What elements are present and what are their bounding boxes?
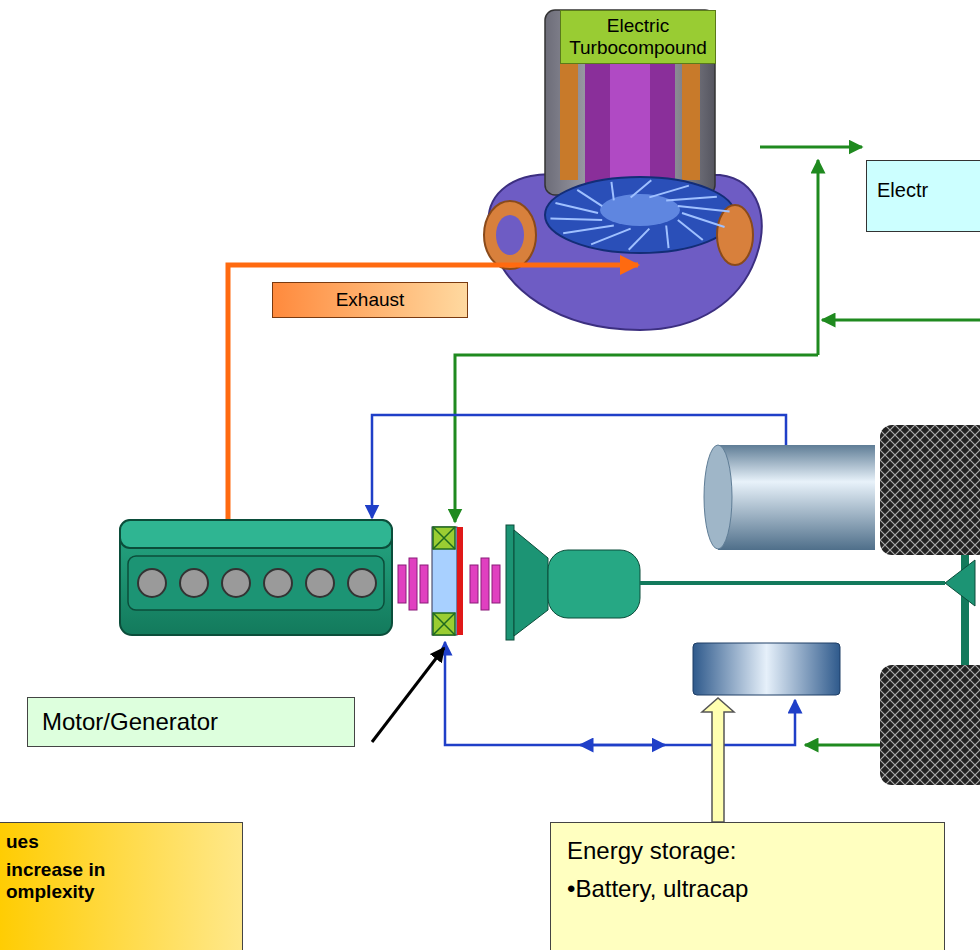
blade — [550, 218, 602, 219]
flow-label: Exhaust — [272, 282, 468, 318]
electric-line — [822, 319, 980, 322]
blade — [591, 229, 631, 245]
wheel — [880, 665, 980, 785]
blade — [682, 213, 725, 227]
cylinder — [348, 569, 376, 597]
wheel — [880, 425, 980, 555]
issues-box: ues increase in omplexity — [0, 822, 243, 950]
note-box: Energy storage: •Battery, ultracap — [550, 822, 945, 950]
component-label: Motor/Generator — [27, 697, 355, 747]
node-title: Motor/Generator — [42, 708, 340, 736]
power-line — [580, 744, 665, 747]
blade — [666, 197, 717, 201]
node-title: Electr — [877, 179, 980, 202]
blade — [678, 220, 703, 240]
turbine-blades — [550, 180, 729, 249]
blade — [629, 229, 650, 250]
exhaust-line — [228, 265, 638, 520]
blade — [666, 226, 668, 249]
node-title: ues — [6, 831, 232, 853]
cylinder — [222, 569, 250, 597]
blade — [555, 203, 598, 213]
turbo-illustration — [484, 10, 762, 330]
node-body: •Battery, ultracap — [567, 875, 928, 903]
engine-cylinders — [138, 569, 376, 597]
driveline — [398, 525, 975, 640]
electric-line — [817, 160, 820, 355]
leader-line — [372, 648, 444, 742]
cylinder — [306, 569, 334, 597]
blade — [577, 190, 602, 206]
blade — [649, 186, 689, 198]
component-label: Electric Turbocompound — [560, 10, 716, 64]
node-title: Energy storage: — [567, 837, 928, 865]
node-title: Exhaust — [283, 289, 457, 311]
electric-line — [760, 146, 862, 149]
cylinder — [264, 569, 292, 597]
tank — [704, 445, 875, 550]
cylinder — [180, 569, 208, 597]
blade — [631, 180, 652, 197]
blade — [611, 182, 613, 201]
blade — [563, 226, 614, 234]
blade — [678, 206, 730, 211]
battery — [693, 643, 840, 695]
engine — [120, 520, 392, 635]
node-title: Electric Turbocompound — [567, 15, 709, 59]
cylinder — [138, 569, 166, 597]
storage-arrow — [702, 698, 734, 822]
node-body: increase in omplexity — [6, 859, 176, 903]
component-box: Electr — [866, 160, 980, 232]
